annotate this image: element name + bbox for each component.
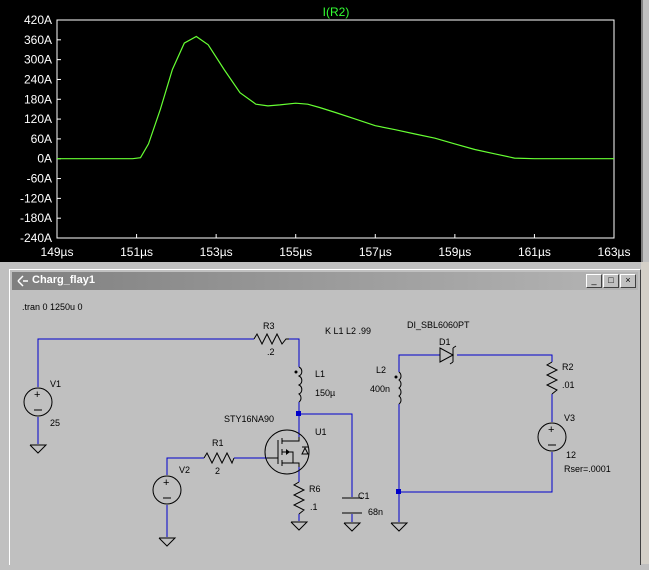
- u1-name: U1: [315, 427, 327, 437]
- schematic-app-icon: [17, 275, 28, 287]
- schematic-titlebar[interactable]: Charg_flay1 _ □ ×: [12, 272, 638, 290]
- y-tick-label: -180A: [20, 211, 52, 225]
- resistor-r6[interactable]: R6 .1: [290, 481, 321, 531]
- wires: [37, 338, 553, 537]
- drain-node: [296, 411, 301, 416]
- r6-value: .1: [310, 502, 318, 512]
- capacitor-c1[interactable]: C1 68n: [342, 491, 383, 532]
- y-tick-label: -120A: [20, 191, 52, 205]
- source-v2[interactable]: + V2: [152, 465, 190, 547]
- v3-name: V3: [564, 413, 575, 423]
- y-tick-label: -60A: [27, 172, 52, 186]
- resistor-r3[interactable]: R3 .2: [253, 321, 289, 357]
- y-axis-ticks: 420A 360A 300A 240A 180A 120A 60A 0A -60A -120A -1…: [20, 13, 61, 245]
- c1-name: C1: [358, 491, 370, 501]
- y-tick-label: -240A: [20, 231, 52, 245]
- close-button[interactable]: ×: [620, 274, 636, 288]
- source-v1[interactable]: + V1 25: [23, 379, 61, 454]
- minimize-button[interactable]: _: [586, 274, 602, 288]
- plot-area-frame: [56, 19, 615, 239]
- ground-icon: [29, 444, 48, 454]
- y-tick-label: 120A: [24, 112, 52, 126]
- schematic-window[interactable]: Charg_flay1 _ □ × .tran 0 1250u 0 K L1 L…: [9, 269, 641, 565]
- inductor-l2[interactable]: L2 400n: [370, 365, 402, 405]
- waveform-plot[interactable]: I(R2) 420A 360A 300A 240A 180A 120A 60A 0A -60A -…: [0, 0, 641, 262]
- r2-name: R2: [562, 362, 574, 372]
- x-tick-label: 149µs: [41, 245, 74, 259]
- u1-model: STY16NA90: [224, 414, 274, 424]
- l2-name: L2: [376, 365, 386, 375]
- ground-icon: [390, 522, 409, 532]
- v1-name: V1: [50, 379, 61, 389]
- trace-i-r2[interactable]: [57, 35, 614, 160]
- waveform-plot-pane[interactable]: I(R2) 420A 360A 300A 240A 180A 120A 60A 0A -60A -…: [0, 0, 643, 262]
- x-axis-ticks: 149µs 151µs 153µs 155µs 157µs 159µs 161µs 163µs: [41, 234, 631, 259]
- resistor-r2[interactable]: R2 .01: [545, 361, 575, 395]
- mosfet-u1[interactable]: STY16NA90 U1: [224, 414, 327, 475]
- x-tick-label: 159µs: [438, 245, 471, 259]
- source-v3[interactable]: + V3 12 Rser=.0001: [537, 413, 611, 474]
- y-tick-label: 420A: [24, 13, 52, 27]
- l2-value: 400n: [370, 384, 390, 394]
- resistor-r1[interactable]: R1 2: [203, 438, 235, 476]
- coupling-directive[interactable]: K L1 L2 .99: [325, 326, 371, 336]
- plot-title[interactable]: I(R2): [323, 5, 350, 19]
- desktop-edge: [641, 262, 649, 564]
- ground-icon: [343, 522, 362, 532]
- diode-d1[interactable]: DI_SBL6060PT D1: [407, 320, 470, 365]
- x-tick-label: 163µs: [598, 245, 631, 259]
- ground-icon: [290, 521, 309, 531]
- v3-value: 12: [566, 450, 576, 460]
- schematic-window-title: Charg_flay1: [32, 274, 95, 286]
- x-tick-label: 153µs: [200, 245, 233, 259]
- x-tick-label: 157µs: [359, 245, 392, 259]
- l1-name: L1: [315, 369, 325, 379]
- v1-value: 25: [50, 418, 60, 428]
- r1-name: R1: [212, 438, 224, 448]
- x-tick-label: 161µs: [518, 245, 551, 259]
- schematic-drawing[interactable]: .tran 0 1250u 0 K L1 L2 .99: [12, 292, 638, 565]
- secondary-node: [396, 489, 401, 494]
- r2-value: .01: [562, 380, 575, 390]
- y-tick-label: 300A: [24, 53, 52, 67]
- r3-value: .2: [267, 347, 275, 357]
- maximize-button[interactable]: □: [603, 274, 619, 288]
- x-tick-label: 151µs: [120, 245, 153, 259]
- l1-value: 150µ: [315, 388, 335, 398]
- d1-name: D1: [439, 337, 451, 347]
- y-tick-label: 360A: [24, 33, 52, 47]
- y-tick-label: 60A: [31, 132, 52, 146]
- v2-name: V2: [179, 465, 190, 475]
- x-tick-label: 155µs: [279, 245, 312, 259]
- inductor-l1[interactable]: L1 150µ: [294, 366, 336, 403]
- svg-text:+: +: [548, 424, 554, 436]
- svg-text:+: +: [163, 477, 169, 489]
- d1-model: DI_SBL6060PT: [407, 320, 470, 330]
- tran-directive[interactable]: .tran 0 1250u 0: [22, 302, 83, 312]
- y-tick-label: 0A: [37, 152, 52, 166]
- y-tick-label: 240A: [24, 72, 52, 86]
- y-tick-label: 180A: [24, 92, 52, 106]
- r1-value: 2: [215, 466, 220, 476]
- ground-icon: [158, 537, 177, 547]
- svg-text:+: +: [34, 389, 40, 401]
- c1-value: 68n: [368, 507, 383, 517]
- r6-name: R6: [309, 484, 321, 494]
- r3-name: R3: [263, 321, 275, 331]
- pane-splitter[interactable]: [0, 262, 649, 268]
- v3-rser: Rser=.0001: [564, 464, 611, 474]
- schematic-canvas[interactable]: .tran 0 1250u 0 K L1 L2 .99: [12, 292, 638, 565]
